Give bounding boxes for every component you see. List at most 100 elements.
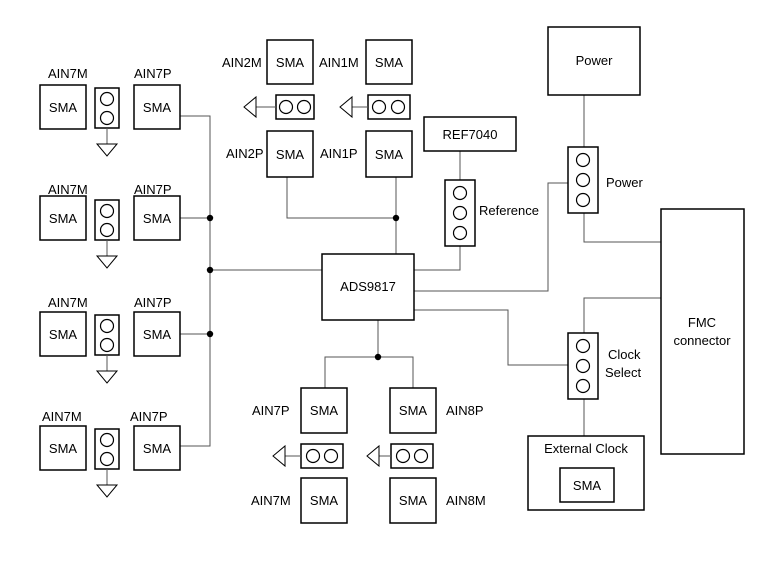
jumper-pin [99, 451, 115, 467]
ain-p-label: AIN7P [130, 409, 168, 424]
jumper-pin [305, 448, 321, 464]
sma-connector[interactable] [559, 467, 615, 503]
sma-label: SMA [276, 55, 305, 70]
sma-label: SMA [49, 100, 78, 115]
reference-chip [423, 116, 517, 152]
sma-label: SMA [375, 147, 404, 162]
ground-icon [95, 370, 119, 384]
sma-connector[interactable] [133, 195, 181, 241]
ain-p-label: AIN7P [252, 403, 290, 418]
jumper-pin [575, 358, 591, 374]
sma-label: SMA [143, 211, 172, 226]
sma-connector[interactable] [300, 477, 348, 524]
sma-connector[interactable] [133, 84, 181, 130]
sma-connector[interactable] [39, 425, 87, 471]
sma-label: SMA [49, 327, 78, 342]
jumper-pin [395, 448, 411, 464]
ain-p-label: AIN7P [134, 182, 172, 197]
external-clock-block: External Clock SMA [527, 435, 645, 511]
sma-connector[interactable] [365, 39, 413, 85]
jumper-pin [575, 378, 591, 394]
ground-icon [95, 255, 119, 269]
ground-icon [366, 444, 380, 468]
ground-icon [339, 95, 353, 119]
sma-connector[interactable] [389, 387, 437, 434]
jumper-pin [390, 99, 406, 115]
reference-jumper-label: Reference [479, 203, 539, 218]
adc-to-bottom-ain8p-wire [378, 356, 414, 388]
sma-label: SMA [49, 211, 78, 226]
power-jumper-label: Power [606, 175, 644, 190]
ground-icon [243, 95, 257, 119]
jumper-pin [371, 99, 387, 115]
power-box-label: Power [576, 53, 614, 68]
adc-label: ADS9817 [340, 279, 396, 294]
bottom-channel-ain8: AIN8P SMA AIN8M SMA [366, 387, 486, 524]
fmc-to-clock-select-wire [583, 297, 661, 333]
ground-icon [95, 143, 119, 157]
fmc-label-line2: connector [673, 333, 731, 348]
ain-m-label: AIN1M [319, 55, 359, 70]
sma-label: SMA [49, 441, 78, 456]
ain-m-label: AIN7M [48, 182, 88, 197]
wires [180, 95, 661, 447]
fmc-block: FMC connector [660, 208, 745, 455]
clock-select-block: Clock Select [567, 332, 642, 400]
left-channel: AIN7M AIN7P SMA SMA [39, 66, 181, 157]
sma-connector[interactable] [266, 130, 314, 178]
sma-connector[interactable] [133, 311, 181, 357]
junction-dot [206, 214, 214, 222]
top-channel-ain2: AIN2M SMA AIN2P SMA [222, 39, 315, 178]
ain-p-label: AIN7P [134, 295, 172, 310]
jumper-pin [99, 110, 115, 126]
sma-connector[interactable] [365, 130, 413, 178]
left-bus-wire [180, 115, 211, 447]
jumper-pin [575, 192, 591, 208]
external-clock-label: External Clock [544, 441, 628, 456]
sma-label: SMA [276, 147, 305, 162]
adc-block: ADS9817 [321, 253, 415, 321]
jumper-pin [452, 205, 468, 221]
adc-to-power-jumper-wire [414, 182, 568, 292]
clock-select-label-line1: Clock [608, 347, 641, 362]
sma-label: SMA [375, 55, 404, 70]
ground-icon [272, 444, 286, 468]
junctions [206, 214, 400, 361]
left-channel: AIN7M AIN7P SMA SMA [39, 295, 181, 384]
jumper-pin [99, 432, 115, 448]
sma-connector[interactable] [39, 311, 87, 357]
junction-dot [206, 266, 214, 274]
jumper-pin [452, 185, 468, 201]
ain-p-label: AIN1P [320, 146, 358, 161]
ain-p-label: AIN8P [446, 403, 484, 418]
ref-jumper-to-adc-wire [414, 246, 461, 271]
bottom-channel-ain7: AIN7P SMA AIN7M SMA [251, 387, 348, 524]
power-block: Power Power [547, 26, 644, 214]
ain-m-label: AIN7M [42, 409, 82, 424]
adc-chip [321, 253, 415, 321]
ain-m-label: AIN7M [48, 295, 88, 310]
sma-label: SMA [310, 493, 339, 508]
sma-connector[interactable] [266, 39, 314, 85]
jumper-pin [278, 99, 294, 115]
jumper-pin [575, 338, 591, 354]
junction-dot [374, 353, 382, 361]
reference-block: REF7040 Reference [423, 116, 539, 247]
sma-connector[interactable] [39, 195, 87, 241]
jumper-pin [99, 337, 115, 353]
sma-connector[interactable] [300, 387, 348, 434]
sma-connector[interactable] [39, 84, 87, 130]
junction-dot [206, 330, 214, 338]
jumper-pin [99, 91, 115, 107]
sma-label: SMA [143, 327, 172, 342]
sma-label: SMA [143, 100, 172, 115]
jumper-pin [452, 225, 468, 241]
sma-connector[interactable] [133, 425, 181, 471]
sma-connector[interactable] [389, 477, 437, 524]
left-channel: AIN7M AIN7P SMA SMA [39, 182, 181, 269]
left-channel: AIN7M AIN7P SMA SMA [39, 409, 181, 498]
adc-to-clock-select-wire [414, 309, 568, 366]
jumper-pin [323, 448, 339, 464]
sma-label: SMA [399, 493, 428, 508]
